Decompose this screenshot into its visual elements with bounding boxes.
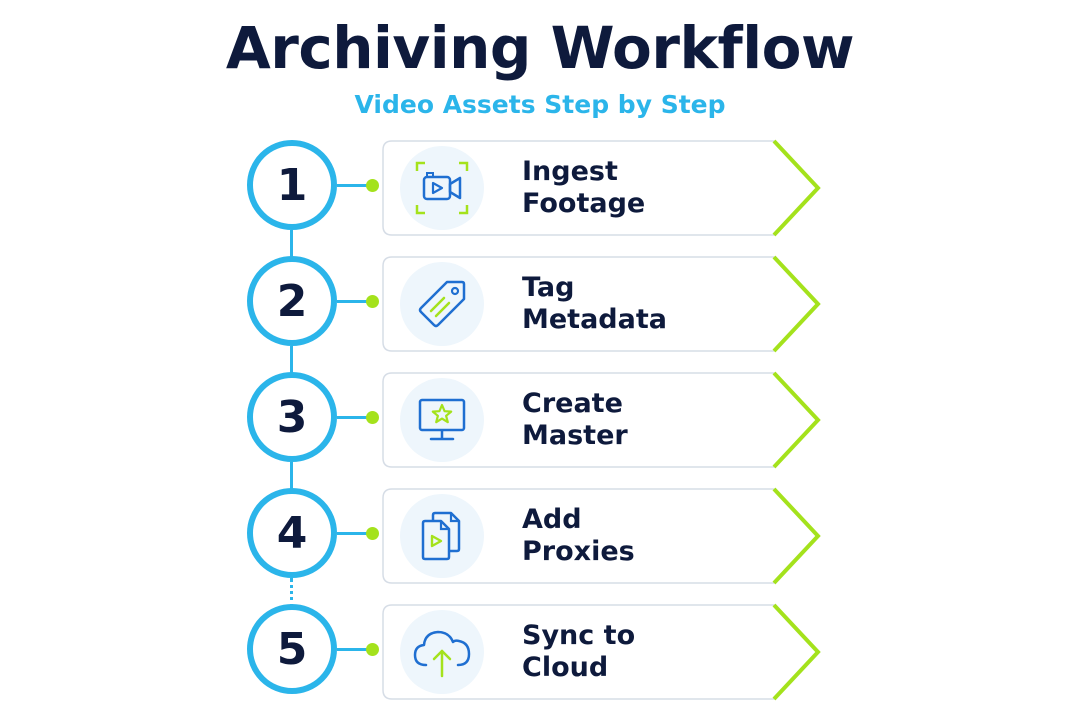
tag-icon [418, 280, 466, 328]
step-number: 2 [276, 275, 308, 327]
step-card: Add Proxies [382, 487, 822, 585]
video-camera-icon [415, 161, 469, 215]
connector-dot [366, 643, 379, 656]
step-card: Ingest Footage [382, 139, 822, 237]
page-subtitle: Video Assets Step by Step [354, 90, 726, 119]
step-label-line: Ingest [522, 156, 618, 187]
step-label-line: Create [522, 388, 623, 419]
step-connector [337, 532, 371, 535]
step-label-line: Master [522, 420, 628, 451]
card-outline [382, 255, 821, 353]
card-outline [382, 603, 821, 701]
card-outline [382, 139, 821, 237]
monitor-star-icon [418, 398, 466, 441]
step-card: Tag Metadata [382, 255, 822, 353]
icon-badge [400, 610, 484, 694]
cloud-upload-icon [413, 630, 471, 678]
timeline-segment [290, 462, 293, 492]
step-label-line: Sync to [522, 620, 636, 651]
step-label: Add Proxies [522, 504, 635, 568]
step-label: Tag Metadata [522, 272, 667, 336]
icon-badge [400, 146, 484, 230]
step-number: 1 [276, 159, 308, 211]
step-connector [337, 184, 371, 187]
icon-badge [400, 378, 484, 462]
step-label-line: Proxies [522, 536, 635, 567]
connector-dot [366, 527, 379, 540]
step-label-line: Footage [522, 188, 646, 219]
timeline-segment [290, 346, 293, 376]
page-title: Archiving Workflow [225, 14, 855, 82]
icon-badge [400, 262, 484, 346]
connector-dot [366, 179, 379, 192]
step-label: Ingest Footage [522, 156, 645, 220]
step-number: 4 [276, 507, 308, 559]
step-label-line: Tag [522, 272, 575, 303]
step-label-line: Metadata [522, 304, 667, 335]
step-number: 3 [276, 391, 308, 443]
step-connector [337, 416, 371, 419]
step-connector [337, 300, 371, 303]
video-files-icon [421, 511, 461, 561]
step-label: Sync to Cloud [522, 620, 635, 684]
step-number: 5 [276, 623, 308, 675]
step-number-circle: 4 [247, 488, 337, 578]
timeline-segment [290, 230, 293, 260]
step-label-line: Add [522, 504, 582, 535]
step-number-circle: 2 [247, 256, 337, 346]
step-card: Sync to Cloud [382, 603, 822, 701]
card-outline [382, 487, 821, 585]
timeline-segment-dotted [290, 578, 293, 608]
connector-dot [366, 295, 379, 308]
step-number-circle: 1 [247, 140, 337, 230]
step-number-circle: 5 [247, 604, 337, 694]
connector-dot [366, 411, 379, 424]
step-label-line: Cloud [522, 652, 609, 683]
step-number-circle: 3 [247, 372, 337, 462]
step-card: Create Master [382, 371, 822, 469]
step-connector [337, 648, 371, 651]
step-label: Create Master [522, 388, 628, 452]
card-outline [382, 371, 821, 469]
icon-badge [400, 494, 484, 578]
